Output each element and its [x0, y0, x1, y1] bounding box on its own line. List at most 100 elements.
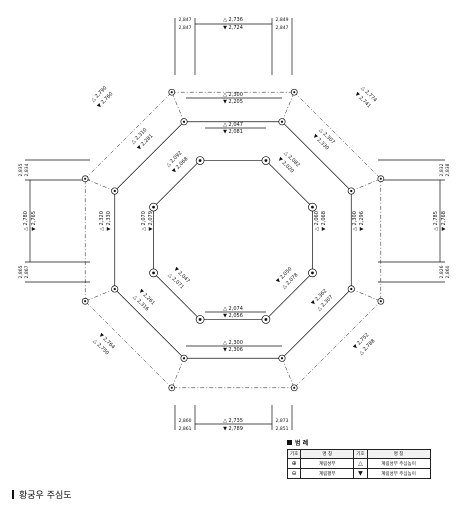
outer-ring-line [294, 92, 381, 179]
dimension-label: ▼ 2,068 [321, 211, 327, 231]
inner-column-node-dot [152, 271, 155, 275]
radial-dash [281, 358, 295, 388]
middle-column-node-dot [113, 287, 116, 291]
legend-table: 기호 명 칭 기호 명 칭 ⊕ 계림성부 △ 계림성부 주심높이 ⊖ 계림평부 … [286, 449, 431, 479]
outer-column-node-dot [84, 300, 87, 303]
legend-header-name: 명 칭 [300, 449, 355, 459]
outer-column-node-dot [379, 300, 382, 303]
legend-header-symbol: 기호 [286, 449, 302, 459]
middle-column-node-dot [113, 189, 116, 193]
dimension-label: ▼ 2,296 [359, 211, 365, 231]
legend-square-icon [287, 440, 292, 445]
legend-title: 범 례 [287, 438, 308, 447]
dimension-label: 2,861 [179, 426, 192, 432]
dimension-label: ▼ 2,724 [223, 25, 243, 31]
outer-column-node-dot [379, 177, 382, 180]
dimension-label: ▼ 2,306 [223, 347, 243, 353]
dimension-label: △ 2,300 [223, 340, 243, 346]
dimension-label: 2,860 [445, 265, 451, 278]
inner-ring-line [265, 272, 313, 320]
dimension-label: △ 2,785 [433, 211, 439, 231]
dimension-label: 2,849 [276, 17, 289, 23]
middle-column-node-dot [280, 357, 284, 360]
radial-dash [171, 92, 185, 122]
triangle-down-icon: ▼ [353, 468, 368, 479]
outer-column-node-dot [170, 386, 173, 389]
dimension-label: ▼ 2,081 [223, 129, 243, 135]
radial-dash [85, 288, 115, 302]
dimension-label: △ 2,047 [223, 122, 243, 128]
dimension-label: ▼ 2,056 [223, 313, 243, 319]
dimension-label: 2,847 [179, 17, 192, 23]
inner-column-node-dot [198, 318, 202, 321]
middle-ring-line [281, 288, 352, 359]
radial-dash [351, 178, 381, 192]
inner-ring-line [153, 272, 201, 320]
inner-column-node-dot [198, 159, 202, 162]
outer-column-node-dot [293, 386, 296, 389]
radial-dash [351, 288, 381, 302]
legend-name: 계림성부 주심높이 [366, 468, 431, 479]
middle-ring-line [281, 121, 352, 192]
dimension-label: ▼ 2,330 [106, 211, 112, 231]
legend-name: 계림성부 주심높이 [366, 458, 431, 469]
dimension-label: △ 2,060 [314, 211, 320, 231]
dimension-label: △ 2,074 [223, 306, 243, 312]
legend-row: ⊕ 계림성부 △ 계림성부 주심높이 [286, 458, 431, 469]
inner-column-node-dot [152, 205, 155, 209]
outer-ring-line [294, 301, 381, 388]
legend-header-row: 기호 명 칭 기호 명 칭 [286, 449, 431, 459]
radial-dash [85, 178, 115, 192]
dimension-label: 2,826 [439, 265, 445, 278]
dimension-label: 2,832 [439, 163, 445, 176]
radial-dash [281, 92, 295, 122]
caption-bar [12, 490, 14, 499]
caption-text: 황궁우 주심도 [19, 491, 72, 501]
dimension-label: 2,873 [276, 418, 289, 424]
dimension-label: ▼ 2,789 [223, 426, 243, 432]
triangle-up-icon: △ [353, 458, 368, 469]
dimension-label: 2,835 [18, 163, 24, 176]
middle-column-node-dot [182, 357, 186, 360]
inner-ring-line [265, 160, 313, 208]
circle-plus-icon: ⊕ [286, 458, 302, 469]
dimension-label: △ 2,300 [223, 92, 243, 98]
inner-column-node-dot [311, 205, 314, 209]
outer-column-node-dot [170, 91, 173, 94]
inner-column-node-dot [264, 159, 268, 162]
outer-ring-line [85, 92, 172, 179]
dimension-label: △ 2,320 [99, 211, 105, 231]
dimension-label: △ 2,735 [223, 418, 243, 424]
inner-column-node-dot [311, 271, 314, 275]
dimension-label: ▼ 2,768 [441, 211, 447, 231]
circle-minus-icon: ⊖ [286, 468, 302, 479]
dimension-label: 2,834 [24, 163, 30, 176]
legend-header-name: 명 칭 [366, 449, 431, 459]
outer-column-node-dot [84, 177, 87, 180]
dimension-label: 2,847 [179, 25, 192, 31]
dimension-label: △ 2,300 [352, 211, 358, 231]
inner-ring-line [153, 160, 201, 208]
middle-column-node-dot [280, 120, 284, 123]
legend-title-text: 범 례 [295, 440, 309, 447]
middle-ring-line [114, 288, 185, 359]
middle-column-node-dot [182, 120, 186, 123]
dimension-label: 2,865 [18, 265, 24, 278]
dimension-label: 2,847 [276, 25, 289, 31]
dimension-label: ▼ 2,079 [148, 211, 154, 231]
legend-name: 계림평부 [300, 468, 355, 479]
middle-column-node-dot [350, 189, 353, 193]
outer-ring-line [85, 301, 172, 388]
inner-column-node-dot [264, 318, 268, 321]
dimension-label: ▼ 2,205 [223, 99, 243, 105]
dimension-label: △ 2,780 [23, 211, 29, 231]
legend-name: 계림성부 [300, 458, 355, 469]
dimension-label: ▼ 2,765 [31, 211, 37, 231]
radial-dash [171, 358, 185, 388]
dimension-label: 2,860 [179, 418, 192, 424]
dimension-label: 2,838 [445, 163, 451, 176]
legend-header-symbol: 기호 [353, 449, 368, 459]
dimension-label: △ 2,070 [141, 211, 147, 231]
dimension-label: △ 2,736 [223, 17, 243, 23]
